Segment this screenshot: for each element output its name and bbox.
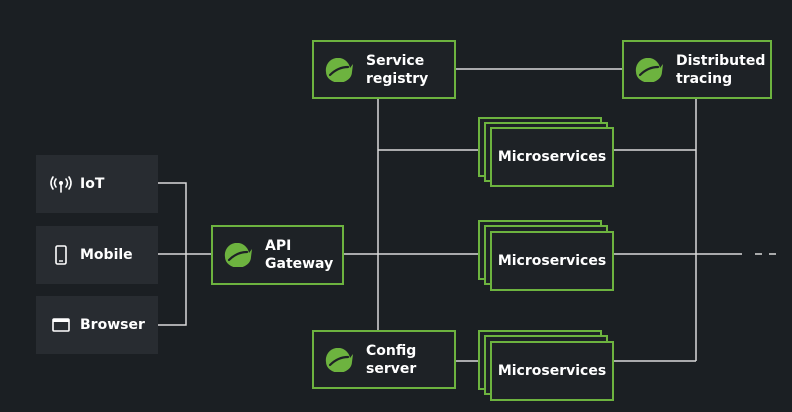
microservices-3-label: Microservices bbox=[497, 363, 607, 379]
microservices-stack-1: Microservices bbox=[490, 127, 614, 187]
spring-leaf-icon bbox=[635, 57, 663, 82]
spring-leaf-icon bbox=[325, 57, 353, 82]
spring-leaf-icon bbox=[325, 347, 353, 372]
microservices-stack-3: Microservices bbox=[490, 341, 614, 401]
client-mobile-label: Mobile bbox=[80, 247, 133, 263]
client-iot: IoT bbox=[36, 155, 158, 213]
spring-leaf-icon bbox=[224, 243, 252, 267]
client-browser-label: Browser bbox=[80, 317, 145, 333]
microservices-2-label: Microservices bbox=[497, 253, 607, 269]
microservices-stack-2: Microservices bbox=[490, 231, 614, 291]
browser-window-icon bbox=[50, 318, 72, 332]
client-browser: Browser bbox=[36, 296, 158, 354]
mobile-phone-icon bbox=[50, 245, 72, 265]
antenna-icon bbox=[50, 175, 72, 193]
microservices-1-label: Microservices bbox=[497, 149, 607, 165]
client-iot-label: IoT bbox=[80, 176, 105, 192]
client-mobile: Mobile bbox=[36, 226, 158, 284]
